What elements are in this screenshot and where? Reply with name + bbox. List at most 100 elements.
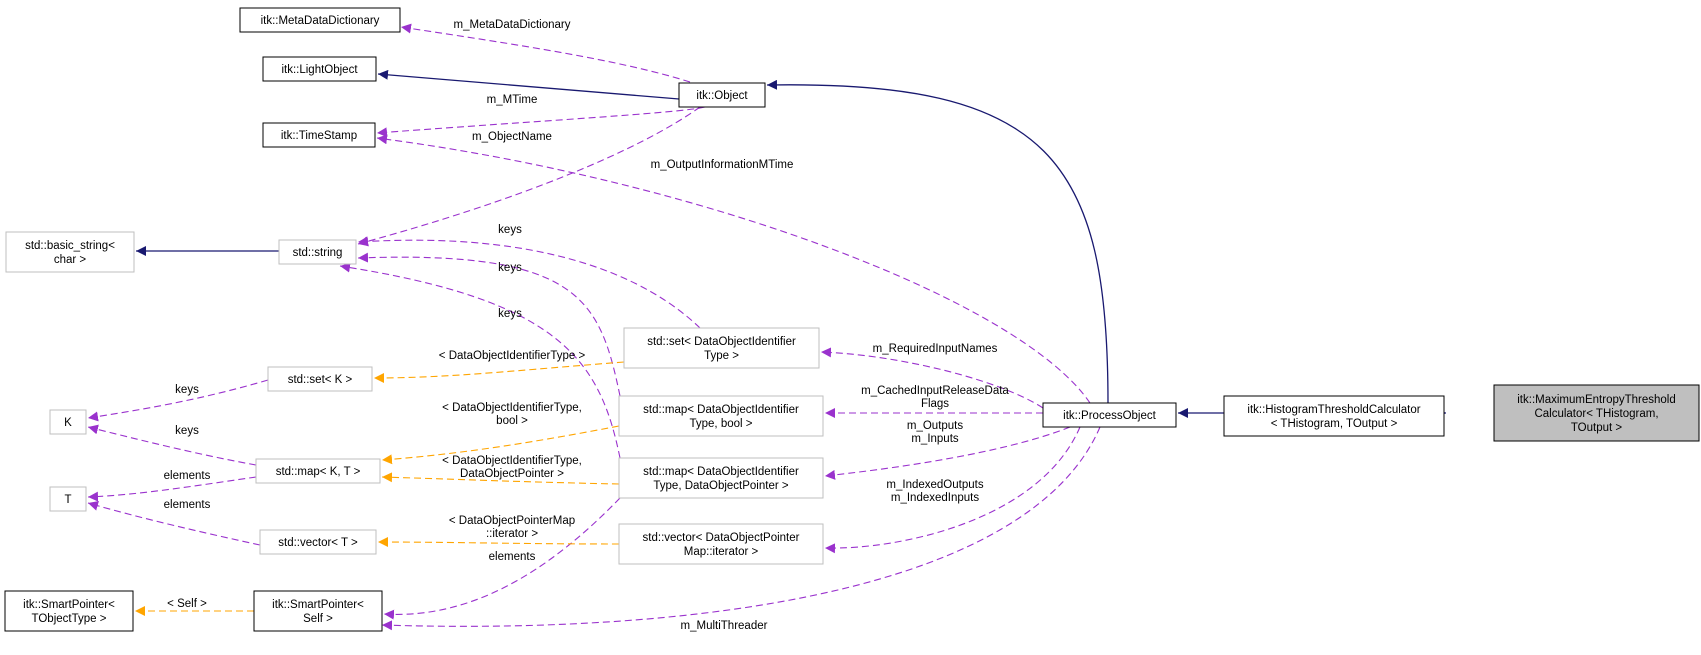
- node-label: itk::Object: [696, 90, 748, 102]
- usage-edge: [357, 236, 701, 329]
- edge-label-tmpl-self: < Self >: [167, 598, 207, 610]
- node-smartpointer-tobjecttype[interactable]: itk::SmartPointer<TObjectType >: [4, 590, 134, 632]
- node-smartpointer-self[interactable]: itk::SmartPointer<Self >: [253, 590, 383, 632]
- usage-edge: [357, 252, 621, 397]
- node-label: std::vector< DataObjectPointer: [643, 532, 800, 544]
- node-label: itk::TimeStamp: [281, 130, 357, 142]
- usage-edge: [376, 134, 1091, 404]
- edge-label-text: keys: [498, 262, 522, 274]
- node-box: [618, 395, 824, 437]
- edge-label-text: DataObjectPointer >: [460, 468, 564, 480]
- node-label: T: [64, 494, 71, 506]
- edge-label-m-multithreader: m_MultiThreader: [681, 620, 768, 632]
- edge-label-text: m_IndexedInputs: [891, 492, 979, 504]
- node-map-k-t: std::map< K, T >: [255, 458, 381, 484]
- node-label: itk::ProcessObject: [1063, 410, 1156, 422]
- node-label: itk::HistogramThresholdCalculator: [1247, 404, 1420, 416]
- edge-label-text: m_Inputs: [911, 433, 959, 445]
- inheritance-edge: [766, 79, 1109, 404]
- node-box: [262, 122, 376, 148]
- node-vector-t: std::vector< T >: [259, 529, 377, 555]
- node-map-dataobjectid-bool: std::map< DataObjectIdentifierType, bool…: [618, 395, 824, 437]
- node-label: std::set< K >: [288, 374, 353, 386]
- node-label: std::map< K, T >: [276, 466, 361, 478]
- node-label: std::basic_string<: [25, 240, 115, 252]
- edge-label-tmpl-map-pointer: < DataObjectIdentifierType,DataObjectPoi…: [442, 455, 582, 480]
- edge-label-elements-smartpointer: elements: [489, 551, 536, 563]
- edge-labels-layer: m_MetaDataDictionary m_MTime m_ObjectNamem…: [164, 19, 1010, 632]
- node-label: K: [64, 417, 72, 429]
- edge-label-m-outputinformationmtime: m_OutputInformationMTime: [651, 159, 794, 171]
- edge-label-text: bool >: [496, 415, 528, 427]
- edge-label-keys-setk: keys: [175, 384, 199, 396]
- edge-label-m-mtime: m_MTime: [487, 94, 538, 106]
- edge-label-elements-mapkt: elements: [164, 470, 211, 482]
- edge-label-text: keys: [498, 308, 522, 320]
- node-k: K: [49, 409, 87, 435]
- edges-layer: [87, 23, 1446, 631]
- edge-label-text: m_RequiredInputNames: [873, 343, 998, 355]
- node-object[interactable]: itk::Object: [678, 82, 766, 108]
- edge-label-text: < DataObjectIdentifierType >: [439, 350, 586, 362]
- edge-label-keys-map-pointer: keys: [498, 308, 522, 320]
- node-t: T: [49, 486, 87, 512]
- usage-edge: [357, 106, 701, 247]
- node-box: [262, 56, 377, 82]
- edge-label-text: elements: [489, 551, 536, 563]
- node-map-dataobjectid-pointer: std::map< DataObjectIdentifierType, Data…: [618, 457, 824, 499]
- node-box: [255, 458, 381, 484]
- node-box: [259, 529, 377, 555]
- node-label: itk::LightObject: [281, 64, 358, 76]
- node-label: char >: [54, 254, 87, 266]
- edge-label-text: keys: [175, 384, 199, 396]
- edge-label-elements-vector: elements: [164, 499, 211, 511]
- usage-edge: [339, 262, 621, 459]
- node-box: [1493, 384, 1700, 442]
- edge-label-text: m_IndexedOutputs: [886, 479, 983, 491]
- usage-edge: [87, 424, 257, 466]
- node-label: std::map< DataObjectIdentifier: [643, 466, 799, 478]
- inheritance-edge: [377, 69, 680, 100]
- usage-edge: [87, 379, 269, 422]
- node-label: Calculator< THistogram,: [1534, 408, 1658, 420]
- node-label: itk::SmartPointer<: [23, 599, 115, 611]
- node-box: [618, 523, 824, 565]
- edge-label-text: m_MTime: [487, 94, 538, 106]
- edge-label-m-requiredinputnames: m_RequiredInputNames: [873, 343, 998, 355]
- node-label: TOutput >: [1571, 422, 1623, 434]
- node-histogramthresholdcalculator[interactable]: itk::HistogramThresholdCalculator< THist…: [1223, 395, 1445, 437]
- usage-edge: [820, 347, 1044, 409]
- usage-edge: [400, 23, 691, 83]
- node-label: Type >: [704, 350, 739, 362]
- node-label: Map::iterator >: [684, 546, 759, 558]
- edge-label-text: m_MultiThreader: [681, 620, 768, 632]
- node-label: Self >: [303, 613, 333, 625]
- edge-label-text: keys: [498, 224, 522, 236]
- usage-edge: [824, 426, 1081, 554]
- node-lightobject[interactable]: itk::LightObject: [262, 56, 377, 82]
- node-basic-string: std::basic_string<char >: [5, 231, 135, 273]
- edge-label-text: elements: [164, 470, 211, 482]
- node-processobject[interactable]: itk::ProcessObject: [1042, 402, 1177, 428]
- node-timestamp[interactable]: itk::TimeStamp: [262, 122, 376, 148]
- usage-edge: [87, 500, 261, 546]
- edge-label-text: < DataObjectIdentifierType,: [442, 455, 582, 467]
- template-edge: [381, 425, 620, 465]
- nodes-layer: itk::MetaDataDictionaryitk::LightObjecti…: [4, 7, 1700, 632]
- node-box: [239, 7, 401, 33]
- edge-label-tmpl-vector-iterator: < DataObjectPointerMap::iterator >: [449, 515, 575, 540]
- edge-label-text: keys: [175, 425, 199, 437]
- node-std-string: std::string: [278, 239, 357, 265]
- edge-label-text: Flags: [921, 398, 949, 410]
- node-metadatadictionary[interactable]: itk::MetaDataDictionary: [239, 7, 401, 33]
- edge-label-m-objectname: m_ObjectName: [472, 131, 552, 143]
- usage-edge: [376, 106, 706, 138]
- edge-label-keys-map-bool: keys: [498, 262, 522, 274]
- edge-label-text: < DataObjectPointerMap: [449, 515, 575, 527]
- edge-label-text: m_MetaDataDictionary: [454, 19, 571, 31]
- usage-edge: [87, 476, 257, 502]
- node-box: [278, 239, 357, 265]
